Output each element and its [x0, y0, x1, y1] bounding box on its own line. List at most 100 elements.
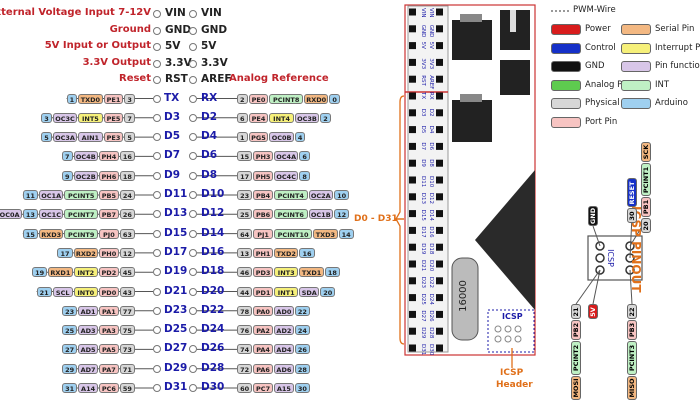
pin-label: 78: [237, 305, 253, 316]
board-silk-right: D10: [428, 176, 434, 188]
board-icsp-pin: [514, 325, 522, 333]
icsp-pin-label-text: PB1: [642, 200, 650, 215]
pin-label: 43: [119, 286, 135, 297]
pin-name-right: D8: [201, 168, 218, 181]
board-pin: [409, 92, 416, 100]
board-silk-left: D19: [420, 243, 426, 255]
icsp-pin-label: PCINT1: [641, 162, 651, 197]
pin-hole: [153, 248, 161, 257]
pin-hole: [189, 345, 197, 354]
pin-hole: [189, 326, 197, 335]
pin-name-left: 3.3V: [165, 56, 192, 69]
pin-name-right: D28: [201, 361, 225, 374]
board-pin: [409, 176, 416, 184]
pin-label: TXD1: [299, 267, 324, 278]
pin-name-right: AREF: [201, 73, 232, 85]
pin-label: 25: [62, 325, 78, 336]
icsp-pin-label-text: GND: [589, 207, 597, 224]
pin-hole: [189, 384, 197, 392]
legend-label: Serial Pin: [655, 24, 695, 34]
pin-hole: [189, 268, 197, 277]
board-silk-right: 3V3: [428, 58, 434, 69]
board-pin: [436, 8, 443, 16]
pin-label: 26: [294, 344, 310, 355]
pin-label: AD4: [274, 344, 294, 355]
pin-label: PA3: [99, 325, 119, 336]
pin-label: AD7: [78, 363, 98, 374]
pin-label: 5: [41, 132, 52, 143]
board-silk-left: D13: [420, 193, 426, 205]
pin-label: PB6: [253, 209, 273, 220]
pin-name-left: D5: [164, 130, 181, 143]
pin-label: 44: [237, 286, 253, 297]
icsp-pin-label-text: PCINT1: [642, 166, 650, 193]
legend-title: PWM-Wire: [573, 5, 616, 15]
legend-label: Control: [585, 42, 616, 53]
pin-hole: [189, 94, 197, 103]
pin-hole: [189, 152, 197, 161]
pin-name-left: VIN: [165, 7, 186, 19]
board-pin: [436, 327, 443, 335]
icsp-pin-label: 21: [571, 304, 581, 320]
board-silk-right: D26: [428, 310, 434, 322]
pin-label: 27: [62, 344, 78, 355]
icsp-connector-label: ICSP: [606, 249, 615, 267]
board-component: [510, 10, 516, 32]
pin-label: 13: [237, 247, 253, 258]
icsp-connector-line: [629, 269, 633, 305]
icsp-pin-hole: [595, 253, 605, 263]
board-pin: [436, 109, 443, 117]
pin-name-right: VIN: [201, 7, 222, 19]
board-silk-right: D18: [428, 243, 434, 255]
pin-label: 19: [32, 267, 48, 278]
pin-label: PD0: [99, 286, 119, 297]
pin-hole: [189, 306, 197, 315]
board-pin: [436, 260, 443, 268]
pin-label: PD3: [253, 267, 273, 278]
pin-label: AD2: [274, 325, 294, 336]
legend-label: Power: [585, 24, 611, 34]
pin-label: PB5: [99, 190, 119, 200]
crystal: [451, 257, 479, 341]
pin-name-right: D18: [201, 265, 225, 278]
board-pin: [409, 159, 416, 167]
legend-label: Port Pin: [585, 116, 618, 127]
legend-swatch: [621, 98, 651, 109]
pin-name-right: D6: [201, 149, 218, 162]
header-pin: [153, 59, 161, 68]
pin-label: PD2: [99, 267, 119, 278]
pin-label: 77: [119, 305, 135, 316]
pin-label: PA7: [99, 363, 119, 374]
board-pin: [409, 109, 416, 117]
icsp-header-caption: ICSP: [500, 368, 524, 378]
pin-label: PB4: [253, 190, 273, 200]
pin-label: 1: [237, 132, 248, 143]
pin-label: 30: [294, 383, 310, 393]
board-silk-left: D11: [420, 176, 426, 187]
pin-label: PA4: [253, 344, 273, 355]
board-silk-left: 5V: [420, 42, 426, 49]
board-silk-left: D25: [420, 294, 426, 306]
pin-label: OC3B: [294, 112, 320, 123]
voltage-regulator: [452, 20, 492, 60]
pin-hole: [153, 94, 161, 103]
header-pin: [189, 43, 197, 51]
pin-label: 75: [119, 325, 135, 336]
pin-label: PJ1: [253, 228, 273, 239]
pin-name-left: D13: [164, 207, 188, 220]
legend-swatch: [551, 42, 581, 54]
icsp-pin-label-text: 22: [628, 307, 636, 317]
pin-label: 9: [62, 170, 73, 181]
board-silk-left: RST: [420, 75, 426, 86]
pin-label: 74: [237, 344, 253, 355]
header-pin: [153, 26, 161, 35]
pin-hole: [189, 229, 197, 238]
board-silk-right: GND: [428, 25, 434, 38]
pin-label: 8: [299, 170, 310, 181]
pin-label: INT4: [269, 112, 294, 123]
icsp-pin-label: MOSI: [571, 375, 581, 400]
pin-label: 23: [62, 305, 78, 316]
board-pin: [409, 226, 416, 234]
pin-name-left: D29: [164, 361, 188, 374]
header-pin: [189, 59, 197, 68]
